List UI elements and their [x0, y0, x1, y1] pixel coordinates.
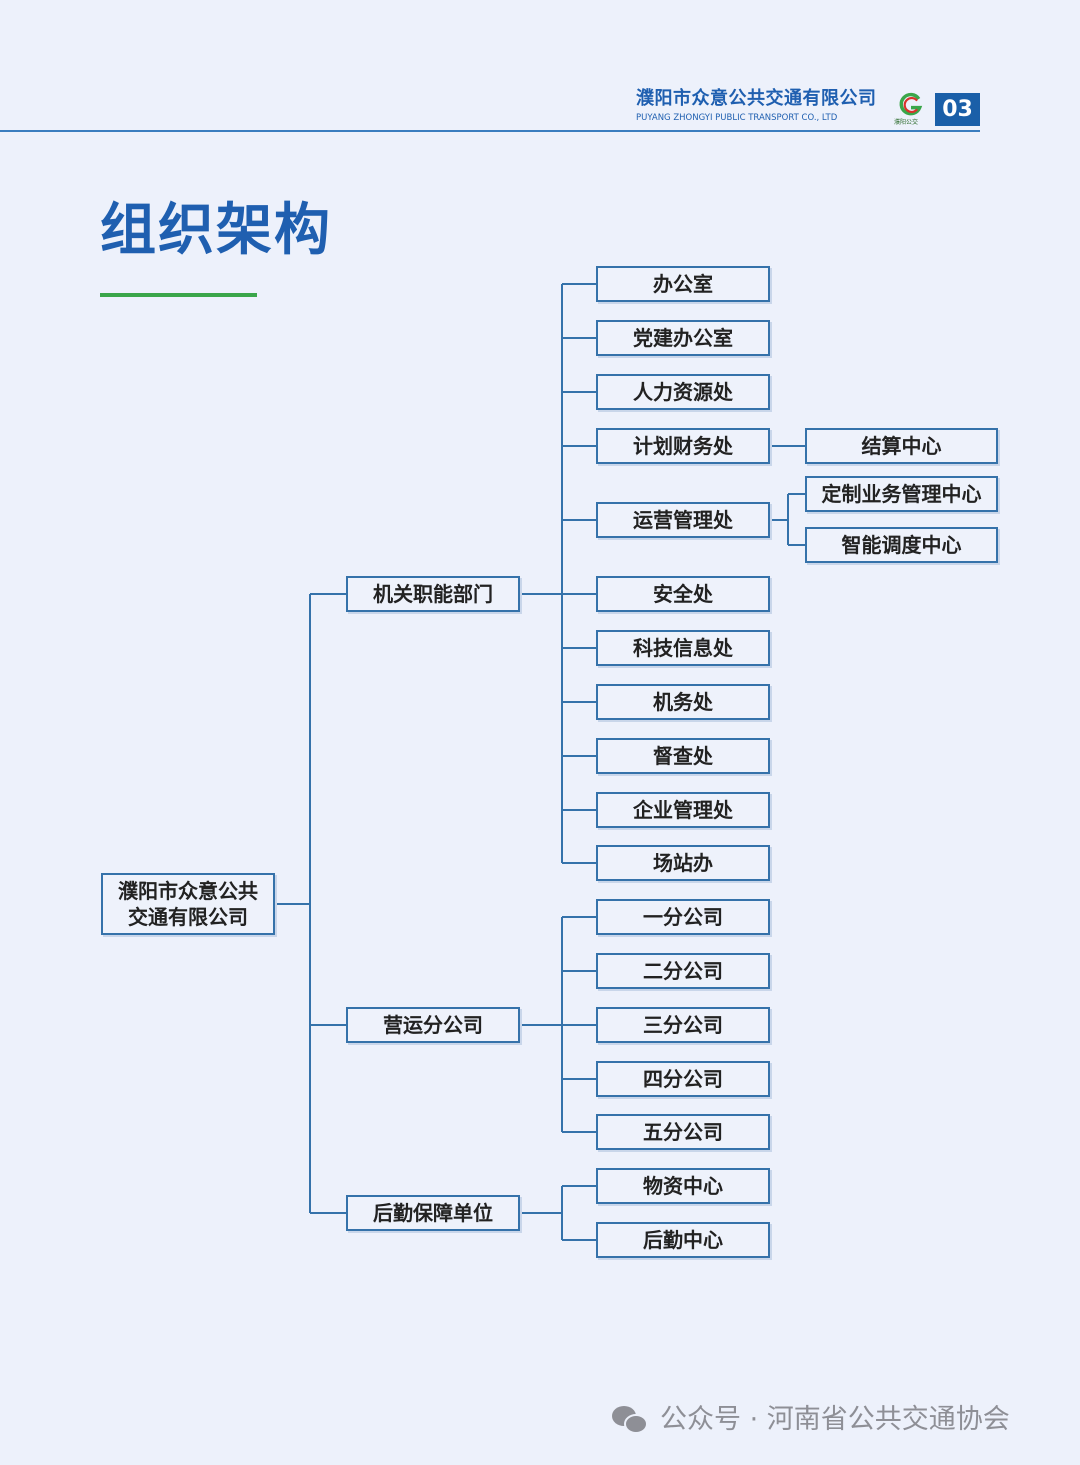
- org-node: 场站办: [596, 845, 770, 881]
- company-logo-icon: [899, 92, 923, 116]
- org-node: 二分公司: [596, 953, 770, 989]
- org-node: 一分公司: [596, 899, 770, 935]
- org-node: 督查处: [596, 738, 770, 774]
- org-node: 计划财务处: [596, 428, 770, 464]
- org-root: 濮阳市众意公共交通有限公司: [101, 873, 275, 935]
- org-node: 人力资源处: [596, 374, 770, 410]
- org-node: 运营管理处: [596, 502, 770, 538]
- org-node: 党建办公室: [596, 320, 770, 356]
- company-name-en: PUYANG ZHONGYI PUBLIC TRANSPORT CO., LTD: [636, 113, 838, 123]
- page-title: 组织架构: [100, 198, 332, 263]
- org-node: 后勤中心: [596, 1222, 770, 1258]
- org-node: 办公室: [596, 266, 770, 302]
- org-node: 企业管理处: [596, 792, 770, 828]
- footer-watermark: 公众号 · 河南省公共交通协会: [610, 1403, 1010, 1437]
- wechat-icon: [612, 1406, 648, 1434]
- org-node: 科技信息处: [596, 630, 770, 666]
- org-subnode: 定制业务管理中心: [805, 476, 998, 512]
- dept-logistics-units: 后勤保障单位: [346, 1195, 520, 1231]
- logo-text: 濮阳公交: [894, 119, 919, 126]
- dept-admin-functions: 机关职能部门: [346, 576, 520, 612]
- footer-text: 公众号 · 河南省公共交通协会: [660, 1404, 1010, 1435]
- org-subnode: 智能调度中心: [805, 527, 998, 563]
- title-underline: [100, 293, 257, 297]
- org-node: 机务处: [596, 684, 770, 720]
- org-node: 安全处: [596, 576, 770, 612]
- dept-operating-branches: 营运分公司: [346, 1007, 520, 1043]
- org-node: 物资中心: [596, 1168, 770, 1204]
- org-node: 三分公司: [596, 1007, 770, 1043]
- header-rule: [0, 130, 980, 132]
- org-subnode: 结算中心: [805, 428, 998, 464]
- page-number: 03: [935, 93, 980, 126]
- org-node: 四分公司: [596, 1061, 770, 1097]
- org-node: 五分公司: [596, 1114, 770, 1150]
- company-name-cn: 濮阳市众意公共交通有限公司: [636, 88, 877, 109]
